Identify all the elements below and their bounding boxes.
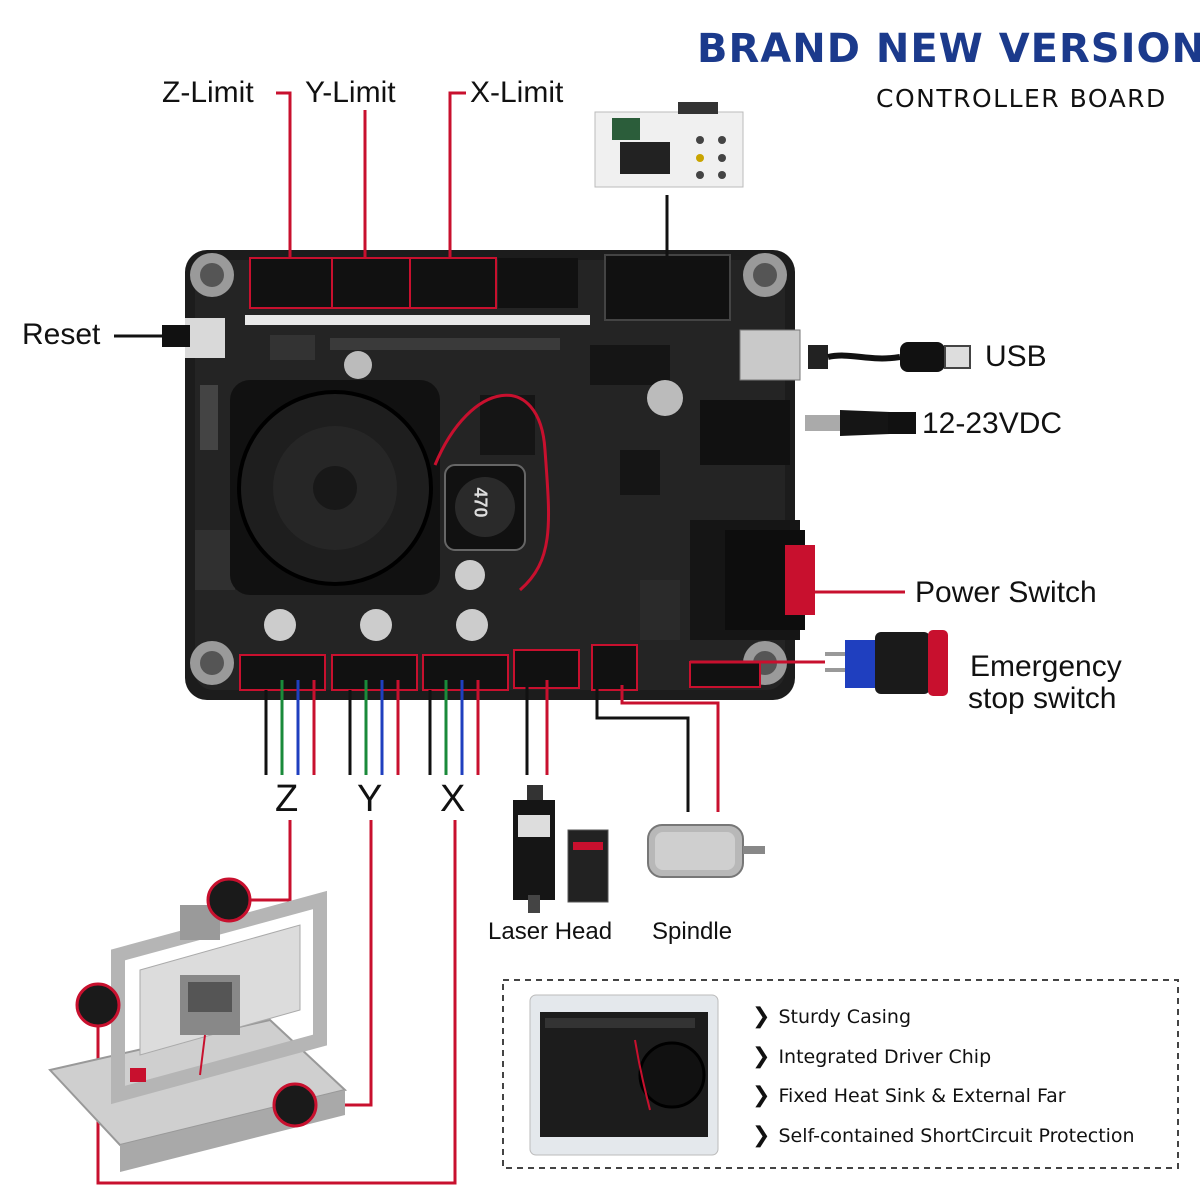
spindle-motor xyxy=(647,824,765,878)
controller-board xyxy=(162,250,815,700)
feature-item: ❯ Integrated Driver Chip xyxy=(752,1044,991,1069)
page-title: BRAND NEW VERSION xyxy=(697,26,1200,72)
feature-text: Integrated Driver Chip xyxy=(778,1046,992,1068)
chevron-right-icon: ❯ xyxy=(752,1123,771,1148)
laser-head-label: Laser Head xyxy=(488,918,613,945)
emergency-stop-label-line1: Emergency xyxy=(970,650,1122,683)
x-limit-label: X-Limit xyxy=(470,76,564,109)
dc-power-plug xyxy=(805,410,916,436)
feature-item: ❯ Sturdy Casing xyxy=(752,1004,911,1029)
chevron-right-icon: ❯ xyxy=(752,1044,771,1069)
chevron-right-icon: ❯ xyxy=(752,1083,771,1108)
x-axis-label: X xyxy=(440,778,466,820)
feature-item: ❯ Self-contained ShortCircuit Protection xyxy=(752,1123,1135,1148)
mounting-hole xyxy=(190,641,234,685)
stepper-wires xyxy=(264,680,480,775)
limit-connectors xyxy=(249,254,731,321)
feature-item: ❯ Fixed Heat Sink & External Far xyxy=(752,1083,1066,1108)
mounting-hole xyxy=(190,253,234,297)
cnc-machine xyxy=(48,890,348,1172)
x-motor-highlight xyxy=(75,982,121,1028)
spindle-wires xyxy=(595,685,720,812)
feature-text: Sturdy Casing xyxy=(778,1006,912,1028)
inductor-marking: 470 xyxy=(470,487,491,518)
y-motor-highlight xyxy=(272,1082,318,1128)
y-axis-label: Y xyxy=(357,778,383,820)
emergency-stop-label-line2: stop switch xyxy=(968,682,1117,715)
y-limit-label: Y-Limit xyxy=(305,76,396,109)
power-switch-label: Power Switch xyxy=(915,576,1097,609)
z-motor-highlight xyxy=(206,877,252,923)
page-subtitle: CONTROLLER BOARD xyxy=(876,84,1167,113)
usb-cable xyxy=(808,342,971,372)
motor-connectors xyxy=(239,644,761,691)
chevron-right-icon: ❯ xyxy=(752,1004,771,1029)
reset-label: Reset xyxy=(22,318,101,351)
z-limit-label: Z-Limit xyxy=(162,76,254,109)
feature-box xyxy=(502,979,1179,1169)
feature-text: Self-contained ShortCircuit Protection xyxy=(778,1125,1135,1147)
offline-controller-module xyxy=(594,102,744,188)
laser-wires xyxy=(525,680,549,775)
limit-leader-lines xyxy=(276,91,466,258)
cased-controller-photo xyxy=(529,994,719,1156)
usb-label: USB xyxy=(985,340,1047,373)
power-input-label: 12-23VDC xyxy=(922,407,1063,440)
z-axis-label: Z xyxy=(275,778,299,820)
laser-head xyxy=(513,785,609,913)
feature-text: Fixed Heat Sink & External Far xyxy=(778,1085,1066,1107)
cooling-fan xyxy=(230,380,440,595)
spindle-label: Spindle xyxy=(652,918,733,945)
inductor xyxy=(444,464,526,551)
emergency-stop-switch xyxy=(825,630,948,696)
mounting-hole xyxy=(743,253,787,297)
